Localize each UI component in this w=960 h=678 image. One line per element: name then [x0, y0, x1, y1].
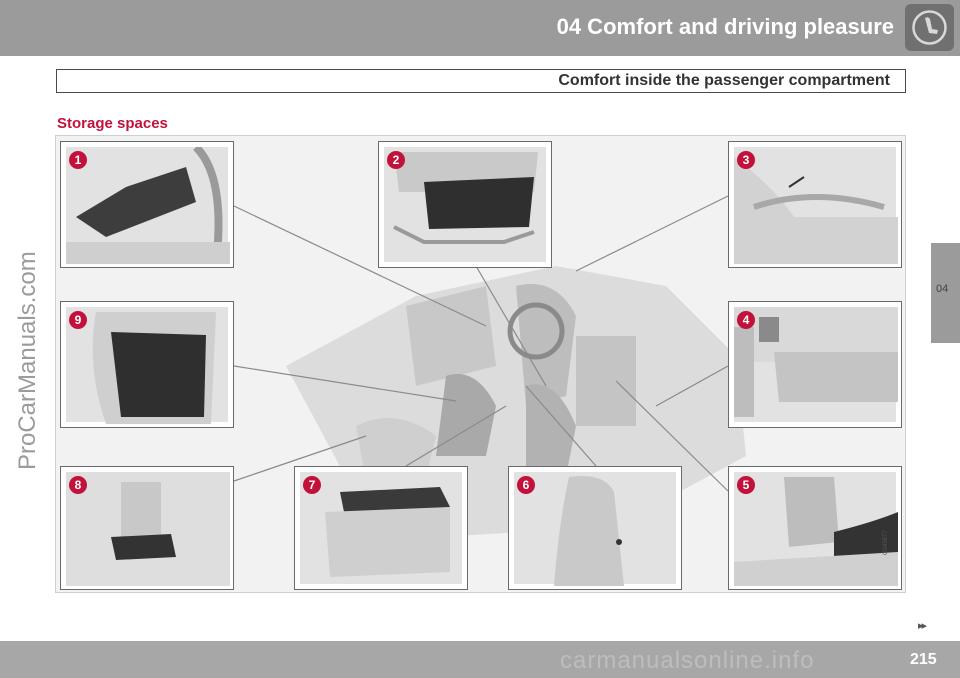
continue-marker: ▸▸ — [918, 620, 927, 632]
callout-number: 7 — [303, 476, 321, 494]
panel-door-pocket: 1 — [60, 141, 234, 268]
panel-front-seatback: 6 — [508, 466, 682, 590]
page-number: 215 — [910, 651, 937, 668]
callout-number: 4 — [737, 311, 755, 329]
callout-number: 2 — [387, 151, 405, 169]
callout-number: 3 — [737, 151, 755, 169]
chapter-tab-label: 04 — [936, 283, 949, 295]
chapter-header-bar — [0, 0, 960, 56]
footer-watermark: carmanualsonline.info — [560, 647, 815, 674]
panel-rear-armrest: 8 — [60, 466, 234, 590]
figure-code: G045877 — [883, 530, 889, 555]
seat-icon — [905, 4, 954, 51]
storage-spaces-illustration: 1 2 3 9 — [55, 135, 906, 593]
callout-number: 6 — [517, 476, 535, 494]
callout-number: 5 — [737, 476, 755, 494]
watermark: ProCarManuals.com — [14, 251, 41, 470]
section-subtitle: Comfort inside the passenger compartment — [558, 72, 890, 89]
panel-seatback-pocket: 9 — [60, 301, 234, 428]
callout-number: 1 — [69, 151, 87, 169]
chapter-title: 04 Comfort and driving pleasure — [556, 14, 894, 39]
panel-glovebox: 4 — [728, 301, 902, 428]
page-title: Storage spaces — [57, 115, 168, 132]
panel-center-console: 5 — [728, 466, 902, 590]
footer-bar — [0, 641, 960, 678]
callout-number: 8 — [69, 476, 87, 494]
callout-number: 9 — [69, 311, 87, 329]
panel-center-armrest: 7 — [294, 466, 468, 590]
subtitle-bar — [56, 69, 906, 93]
panel-under-seat-drawer: 2 — [378, 141, 552, 268]
chapter-tab[interactable] — [931, 243, 960, 343]
panel-sun-visor-holder: 3 — [728, 141, 902, 268]
